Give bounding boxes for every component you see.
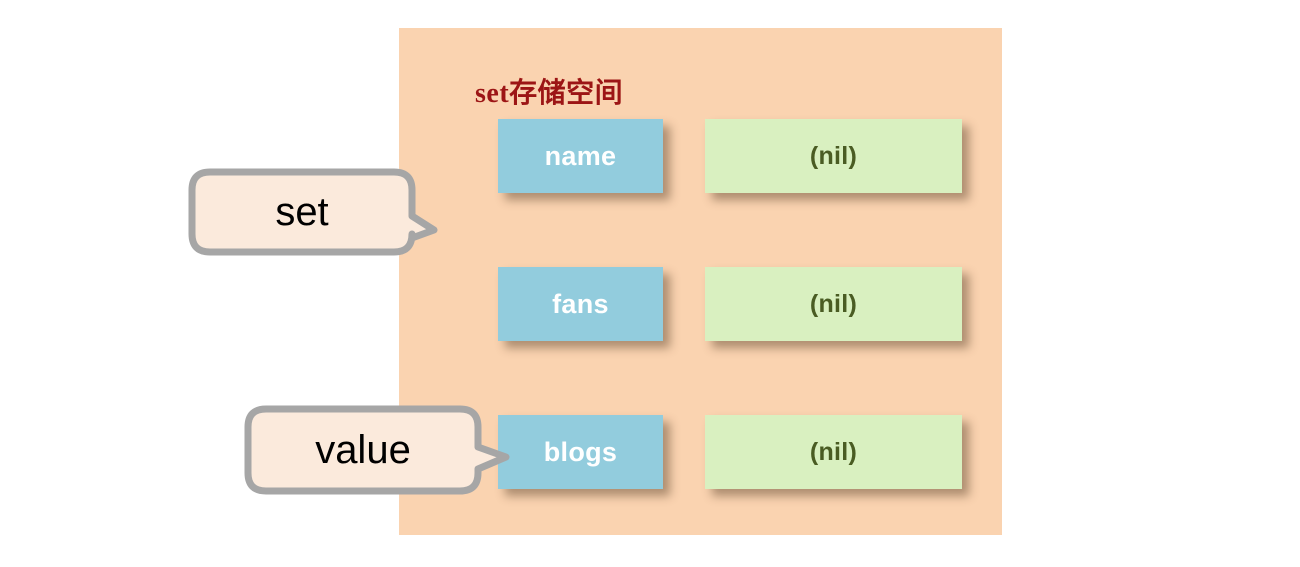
table-row: fans (nil) bbox=[399, 267, 1002, 341]
callout-value-shape bbox=[244, 405, 510, 495]
key-box-name: name bbox=[498, 119, 663, 193]
callout-set: set bbox=[188, 168, 438, 256]
value-box-blogs: (nil) bbox=[705, 415, 962, 489]
set-storage-panel: set存储空间 name (nil) fans (nil) blogs (nil… bbox=[399, 28, 1002, 535]
key-box-fans: fans bbox=[498, 267, 663, 341]
value-box-name: (nil) bbox=[705, 119, 962, 193]
table-row: name (nil) bbox=[399, 119, 1002, 193]
callout-value: value bbox=[244, 405, 512, 495]
callout-set-shape bbox=[188, 168, 438, 256]
key-box-blogs: blogs bbox=[498, 415, 663, 489]
panel-title: set存储空间 bbox=[475, 78, 624, 109]
value-box-fans: (nil) bbox=[705, 267, 962, 341]
table-row: blogs (nil) bbox=[399, 415, 1002, 489]
